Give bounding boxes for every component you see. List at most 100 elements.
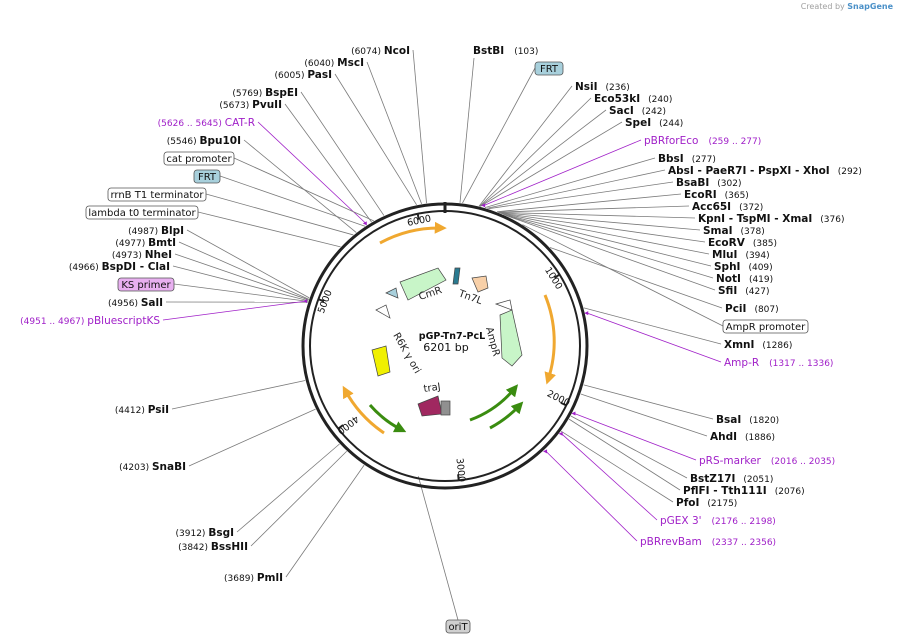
- site-label: PciI(807): [725, 303, 779, 315]
- site-label: (6074) NcoI: [351, 45, 410, 57]
- leader-line: [583, 384, 714, 420]
- primer-label: pBRrevBam(2337 .. 2356): [640, 536, 776, 548]
- leader-line: [560, 430, 674, 503]
- site-label: EcoRI(365): [684, 189, 749, 201]
- ampr-feature: [499, 309, 523, 367]
- map-labels: NsiI(236)Eco53kI(240)SacI(242)SpeI(244)B…: [20, 45, 862, 634]
- ruler-tick: [318, 298, 325, 303]
- leader-line: [522, 224, 724, 327]
- primer-leader: [162, 300, 307, 321]
- site-name: AhdI(1886): [710, 431, 775, 443]
- leader-line: [178, 241, 309, 300]
- leader-line: [186, 229, 310, 299]
- frt-inner-marker: [385, 287, 399, 299]
- site-label: (4973) NheI: [112, 249, 172, 261]
- ruler-tick: [560, 401, 567, 407]
- orf-arrows: [342, 221, 556, 435]
- leader-line: [498, 211, 696, 219]
- site-name: XmnI(1286): [724, 339, 792, 351]
- site-label: PflFI - Tth111I(2076): [683, 485, 805, 497]
- leader-line: [197, 211, 341, 248]
- feature-box: [107, 187, 207, 202]
- site-name: NsiI(236): [575, 81, 630, 93]
- site-name: BstZ17I(2051): [690, 473, 773, 485]
- primer-marker: [558, 431, 563, 436]
- leader-line: [459, 57, 475, 203]
- ampr-label: AmpR: [483, 326, 501, 358]
- site-name: PciI(807): [725, 303, 779, 315]
- leader-line: [233, 157, 374, 222]
- site-name: SmaI(378): [703, 225, 765, 237]
- inner-features: [371, 267, 523, 417]
- tn7l-tick: [452, 267, 461, 285]
- primer-label: pRS-marker(2016 .. 2035): [699, 455, 835, 467]
- leader-line: [478, 85, 573, 207]
- leader-line: [583, 307, 722, 345]
- cmr-feature: [399, 267, 447, 301]
- site-label: BstZ17I(2051): [690, 473, 773, 485]
- primer-marker: [584, 311, 589, 316]
- site-label: BsaBI(302): [676, 177, 741, 189]
- orf-arrow-top: [379, 221, 447, 245]
- site-label: (4203) SnaBI: [119, 461, 186, 473]
- feature-box: [193, 169, 221, 184]
- ruler-label: 4000: [335, 413, 361, 437]
- site-name: (5769) BspEI: [232, 87, 298, 99]
- site-name: (6040) MscI: [304, 57, 364, 69]
- site-name: PfoI(2175): [676, 497, 737, 509]
- leader-line: [462, 67, 536, 204]
- site-label: EcoRV(385): [708, 237, 777, 249]
- site-label: SfiI(427): [718, 285, 769, 297]
- site-label: BbsI(277): [658, 153, 716, 165]
- site-name: BstBI(103): [473, 45, 538, 57]
- snapgene-logo-text: SnapGene: [847, 2, 893, 11]
- site-name: (4203) SnaBI: [119, 461, 186, 473]
- site-name: SpeI(244): [625, 117, 683, 129]
- site-name: BsaI(1820): [716, 414, 779, 426]
- feature-box-label: lambda t0 terminator: [88, 208, 196, 219]
- leader-line: [504, 214, 714, 279]
- ruler-label: 2000: [545, 389, 572, 410]
- leader-line: [188, 408, 316, 467]
- site-label: Acc65I(372): [692, 201, 763, 213]
- primer-marker: [362, 221, 367, 226]
- leader-line: [366, 61, 422, 205]
- site-label: SphI(409): [714, 261, 773, 273]
- traj-gray-block: [440, 400, 451, 416]
- leader-line: [580, 393, 708, 437]
- site-label: MluI(394): [712, 249, 770, 261]
- site-name: (3689) PmlI: [224, 572, 283, 584]
- leader-line: [570, 415, 688, 479]
- ruler-label: 5000: [316, 289, 335, 316]
- leader-line: [172, 265, 309, 302]
- leader-line: [236, 443, 340, 533]
- primer-label: pGEX 3'(2176 .. 2198): [660, 515, 776, 527]
- feature-box: [117, 277, 175, 292]
- leader-line: [205, 193, 354, 236]
- site-name: (6005) PasI: [275, 69, 332, 81]
- plasmid-name: pGP-Tn7-PcL: [419, 331, 485, 342]
- feature-box-label: oriT: [448, 622, 468, 633]
- primer-marker: [303, 299, 308, 304]
- feature-box: [722, 319, 809, 334]
- site-label: (4987) BlpI: [128, 225, 184, 237]
- site-name: Eco53kI(240): [594, 93, 672, 105]
- site-name: NotI(419): [716, 273, 773, 285]
- primer-label: (5626 .. 5645) CAT-R: [158, 117, 255, 129]
- ruler-tick: [337, 424, 344, 430]
- site-name: (4987) BlpI: [128, 225, 184, 237]
- feature-box-label: rrnB T1 terminator: [110, 190, 204, 201]
- site-label: (6005) PasI: [275, 69, 332, 81]
- site-name: BbsI(277): [658, 153, 716, 165]
- leader-line: [479, 97, 592, 207]
- site-label: KpnI - TspMI - XmaI(376): [698, 213, 845, 225]
- site-name: (4966) BspDI - ClaI: [69, 261, 170, 273]
- primer-leader: [574, 413, 697, 461]
- leader-line: [417, 476, 459, 621]
- primer-leader: [561, 433, 658, 521]
- leader-line: [502, 213, 712, 267]
- leader-line: [505, 214, 716, 291]
- feature-box-label: AmpR promoter: [726, 322, 806, 333]
- orf-arrow-green-left: [368, 404, 407, 433]
